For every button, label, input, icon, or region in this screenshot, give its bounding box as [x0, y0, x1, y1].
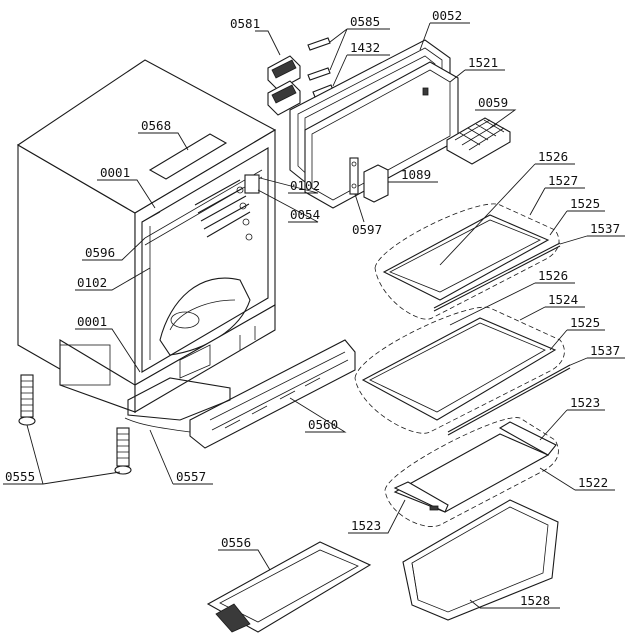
leader-lines: [3, 22, 625, 609]
door-latch: [349, 157, 359, 195]
crisper-cover-group: [384, 417, 559, 527]
label-1537-mid: 1537: [590, 343, 620, 358]
label-0557: 0557: [176, 469, 206, 484]
label-0581: 0581: [230, 16, 260, 31]
label-1526-top: 1526: [538, 149, 568, 164]
ice-tray: [446, 117, 511, 165]
label-1521: 1521: [468, 55, 498, 70]
label-1525-top: 1525: [570, 196, 600, 211]
shelf-group-top: [374, 203, 561, 320]
plinth-bracket: [124, 377, 231, 433]
bottom-tray: [206, 541, 372, 633]
door-pads: [307, 37, 334, 98]
label-0102-top: 0102: [290, 178, 320, 193]
label-0102-mid: 0102: [77, 275, 107, 290]
label-1432: 1432: [350, 40, 380, 55]
kickplate: [189, 339, 356, 449]
label-0001-bottom: 0001: [77, 314, 107, 329]
shelf-group-middle: [354, 306, 571, 436]
label-1524: 1524: [548, 292, 578, 307]
label-0560: 0560: [308, 417, 338, 432]
label-1522: 1522: [578, 475, 608, 490]
label-0568: 0568: [141, 118, 171, 133]
label-0597: 0597: [352, 222, 382, 237]
label-1526-mid: 1526: [538, 268, 568, 283]
hinge-parts: [267, 55, 301, 116]
cabinet-body: [16, 59, 277, 413]
label-0001-top: 0001: [100, 165, 130, 180]
label-0596: 0596: [85, 245, 115, 260]
label-0555: 0555: [5, 469, 35, 484]
top-strip: [148, 133, 228, 180]
label-1523-top: 1523: [570, 395, 600, 410]
label-1525-mid: 1525: [570, 315, 600, 330]
label-1528: 1528: [520, 593, 550, 608]
label-1527: 1527: [548, 173, 578, 188]
adjustable-feet: [18, 374, 132, 475]
label-0054: 0054: [290, 207, 320, 222]
label-1089: 1089: [401, 167, 431, 182]
label-0585: 0585: [350, 14, 380, 29]
label-0052: 0052: [432, 8, 462, 23]
label-1537-top: 1537: [590, 221, 620, 236]
label-0556: 0556: [221, 535, 251, 550]
part-labels: 0581 0585 0052 1432 1521 0568 0059 0001 …: [5, 8, 620, 608]
crisper-drawer: [402, 499, 559, 621]
label-0059: 0059: [478, 95, 508, 110]
hinge-cover: [363, 164, 389, 203]
label-1523-bottom: 1523: [351, 518, 381, 533]
